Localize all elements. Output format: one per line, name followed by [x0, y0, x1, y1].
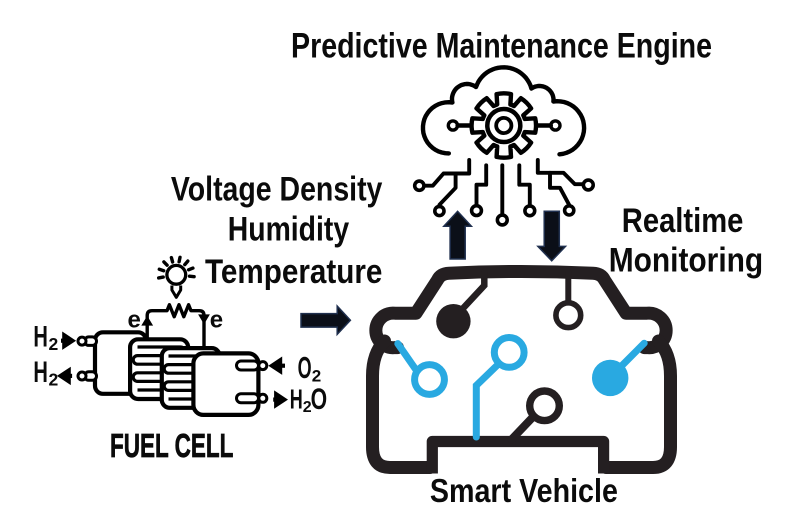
svg-text:O: O	[298, 350, 312, 385]
svg-text:e: e	[128, 307, 141, 334]
svg-text:H: H	[290, 384, 303, 415]
svg-text:Realtime: Realtime	[622, 202, 744, 240]
svg-text:2: 2	[49, 370, 59, 390]
svg-text:O: O	[311, 383, 328, 416]
svg-text:2: 2	[49, 334, 59, 354]
svg-text:Smart Vehicle: Smart Vehicle	[430, 472, 618, 509]
svg-text:Predictive Maintenance Engine: Predictive Maintenance Engine	[291, 27, 712, 66]
svg-text:Monitoring: Monitoring	[609, 242, 764, 280]
svg-text:FUEL CELL: FUEL CELL	[110, 427, 233, 464]
svg-text:2: 2	[312, 367, 321, 386]
svg-text:Humidity: Humidity	[228, 210, 349, 248]
svg-text:H: H	[33, 320, 48, 353]
svg-text:2: 2	[303, 399, 312, 416]
svg-text:Voltage Density: Voltage Density	[171, 170, 383, 208]
svg-text:H: H	[33, 356, 48, 389]
svg-text:Temperature: Temperature	[205, 253, 382, 291]
svg-text:e: e	[210, 307, 223, 334]
